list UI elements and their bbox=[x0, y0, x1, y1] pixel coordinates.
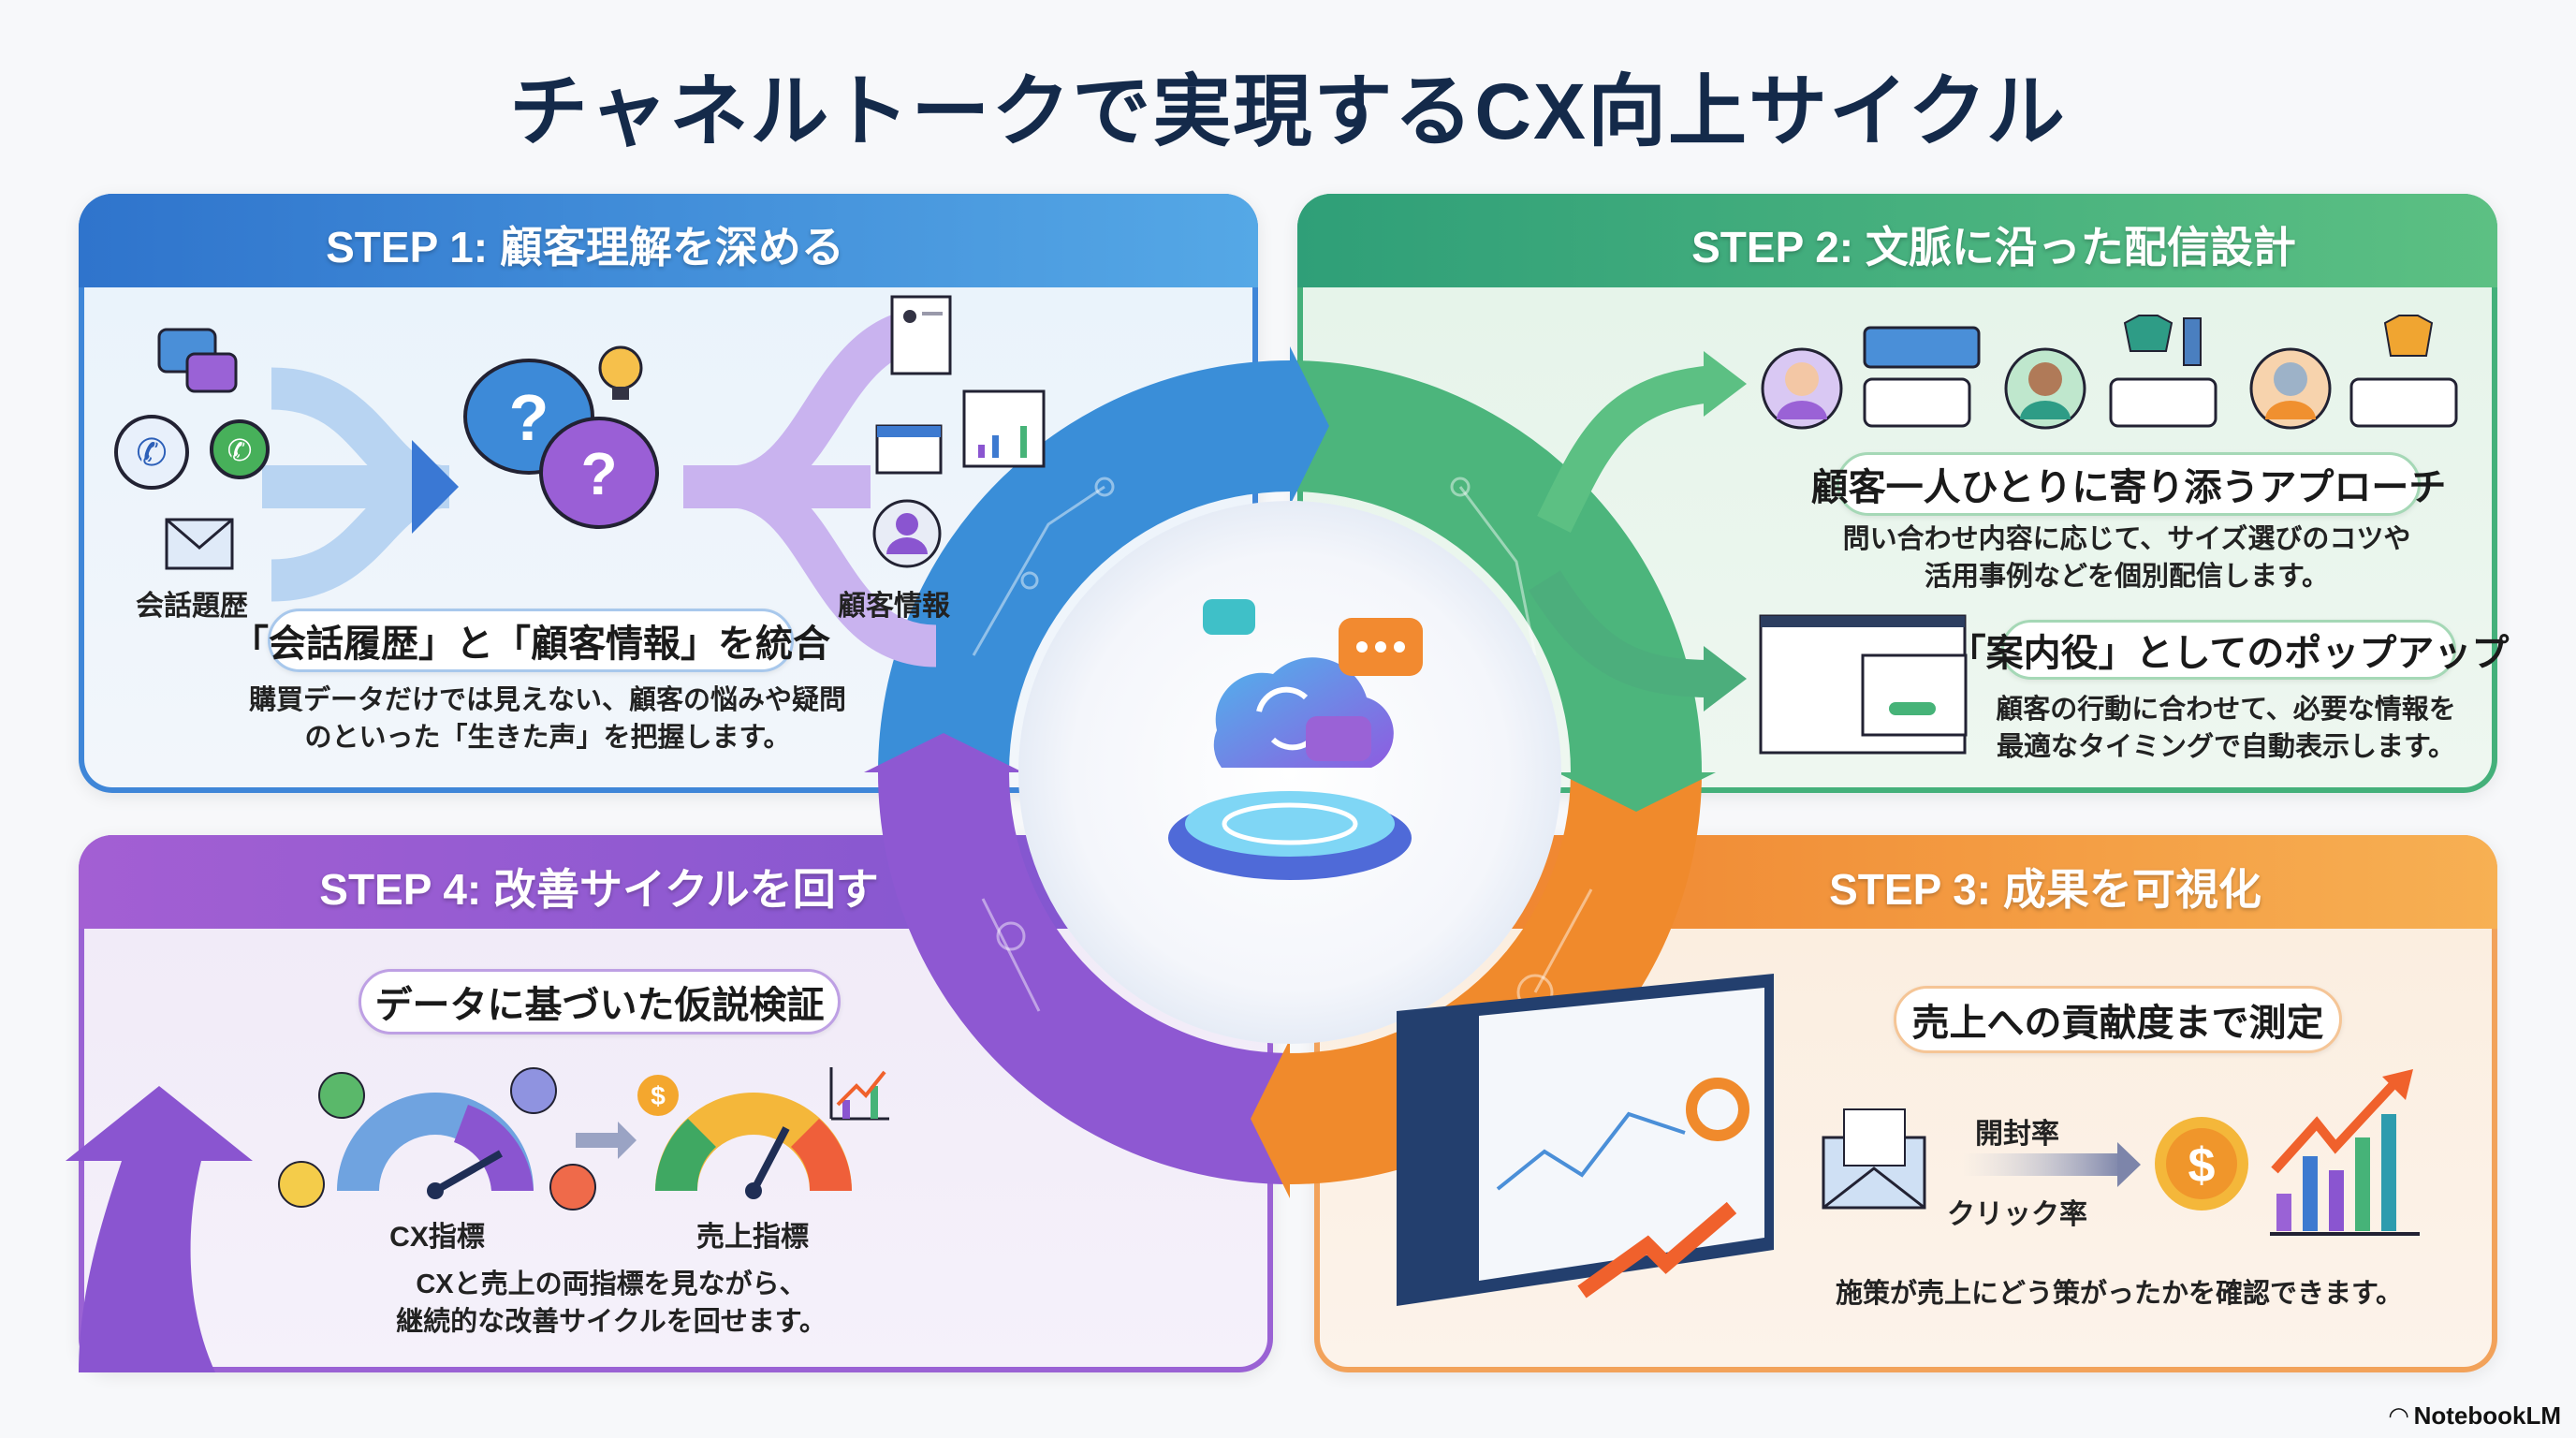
cx-metric-label: CX指標 bbox=[389, 1222, 485, 1253]
sad-face-icon bbox=[549, 1164, 596, 1211]
phone-icon: ✆ bbox=[114, 415, 189, 490]
step2-title: STEP 2: 文脈に沿った配信設計 bbox=[1691, 223, 2296, 271]
envelope-icon bbox=[1822, 1108, 1926, 1210]
step2-description-popup: 顧客の行動に合わせて、必要な情報を最適なタイミングで自動表示します。 bbox=[1996, 695, 2456, 762]
browser-popup-icon bbox=[1759, 614, 1968, 755]
user-avatar-icon bbox=[872, 499, 942, 568]
step4-illustration: $ bbox=[278, 1067, 889, 1211]
person-avatar-icon bbox=[2249, 347, 2332, 430]
step4-description: CXと売上の両指標を見ながら、継続的な改善サイクルを回せます。 bbox=[396, 1269, 827, 1337]
cloud-chat-hub-icon bbox=[1168, 599, 1423, 880]
step1-pill: 「会話履歴」と「顧客情報」を統合 bbox=[231, 609, 830, 672]
cx-gauge-icon bbox=[337, 1093, 534, 1199]
step2-description-approach: 問い合わせ内容に応じて、サイズ選びのコツや活用事例などを個別配信します。 bbox=[1842, 524, 2411, 592]
man-avatar-icon bbox=[2004, 347, 2086, 430]
svg-text:✆: ✆ bbox=[227, 433, 253, 467]
question-bubble-icon: ? ? bbox=[463, 359, 659, 529]
mini-chart-icon bbox=[829, 1067, 889, 1121]
svg-text:$: $ bbox=[651, 1081, 666, 1110]
profile-document-icon bbox=[890, 295, 952, 375]
svg-text:$: $ bbox=[2188, 1138, 2216, 1193]
conversation-history-label: 会話題歴 bbox=[136, 591, 248, 622]
step1-description: 購買データだけでは見えない、顧客の悩みや疑問のといった「生きた声」を把握します。 bbox=[248, 685, 847, 753]
click-rate-label: クリック率 bbox=[1947, 1199, 2087, 1230]
center-hub bbox=[1018, 501, 1561, 1044]
step2-header bbox=[1297, 194, 2497, 287]
step3-pill: 売上への貢献度まで測定 bbox=[1894, 986, 2342, 1053]
svg-text:?: ? bbox=[509, 381, 549, 454]
step2-pill-popup: 「案内役」としてのポップアップ bbox=[1949, 620, 2509, 680]
step1-header bbox=[79, 194, 1258, 287]
woman-avatar-icon bbox=[1761, 347, 1843, 430]
jeans-icon bbox=[2183, 317, 2202, 366]
whatsapp-icon: ✆ bbox=[210, 419, 270, 479]
svg-text:?: ? bbox=[580, 440, 617, 507]
growth-chart-icon bbox=[2270, 1069, 2420, 1236]
open-rate-label: 開封率 bbox=[1975, 1119, 2059, 1150]
svg-text:✆: ✆ bbox=[136, 433, 168, 474]
message-bubble-icon bbox=[1863, 326, 1981, 428]
envelope-icon bbox=[165, 518, 234, 570]
sales-gauge-icon bbox=[655, 1093, 852, 1199]
lightbulb-icon bbox=[598, 345, 643, 400]
step4-pill: データに基づいた仮説検証 bbox=[359, 969, 841, 1034]
sweater-icon bbox=[2383, 315, 2434, 357]
step2-pill-approach: 顧客一人ひとりに寄り添うアプローチ bbox=[1811, 452, 2446, 516]
dollar-coin-icon: $ bbox=[2155, 1117, 2248, 1211]
customer-info-label: 顧客情報 bbox=[838, 591, 950, 622]
step1-title: STEP 1: 顧客理解を深める bbox=[326, 223, 844, 271]
step3-description: 施策が売上にどう策がったかを確認できます。 bbox=[1835, 1279, 2404, 1309]
step3-illustration: $ bbox=[1397, 974, 2420, 1306]
sales-metric-label: 売上指標 bbox=[696, 1222, 809, 1253]
step4-return-arrow bbox=[66, 1086, 253, 1372]
chat-bubbles-icon bbox=[157, 328, 238, 393]
notebooklm-logo-icon: ◠ bbox=[2389, 1401, 2408, 1430]
report-chart-icon bbox=[962, 389, 1046, 468]
page-title: チャネルトークで実現するCX向上サイクル bbox=[509, 67, 2067, 155]
notebooklm-watermark: ◠ NotebookLM bbox=[2389, 1401, 2561, 1430]
step1-illustration: ✆ ✆ ? ? bbox=[114, 295, 1046, 668]
step4-title: STEP 4: 改善サイクルを回す bbox=[319, 865, 879, 914]
dashboard-icon bbox=[1397, 974, 1774, 1306]
step3-title: STEP 3: 成果を可視化 bbox=[1829, 865, 2261, 914]
step2-illustration bbox=[1529, 315, 2458, 755]
smiley-icon bbox=[278, 1067, 557, 1208]
shirt-icon bbox=[2123, 315, 2174, 352]
id-card-icon bbox=[875, 424, 943, 475]
dollar-coin-icon: $ bbox=[637, 1075, 679, 1116]
